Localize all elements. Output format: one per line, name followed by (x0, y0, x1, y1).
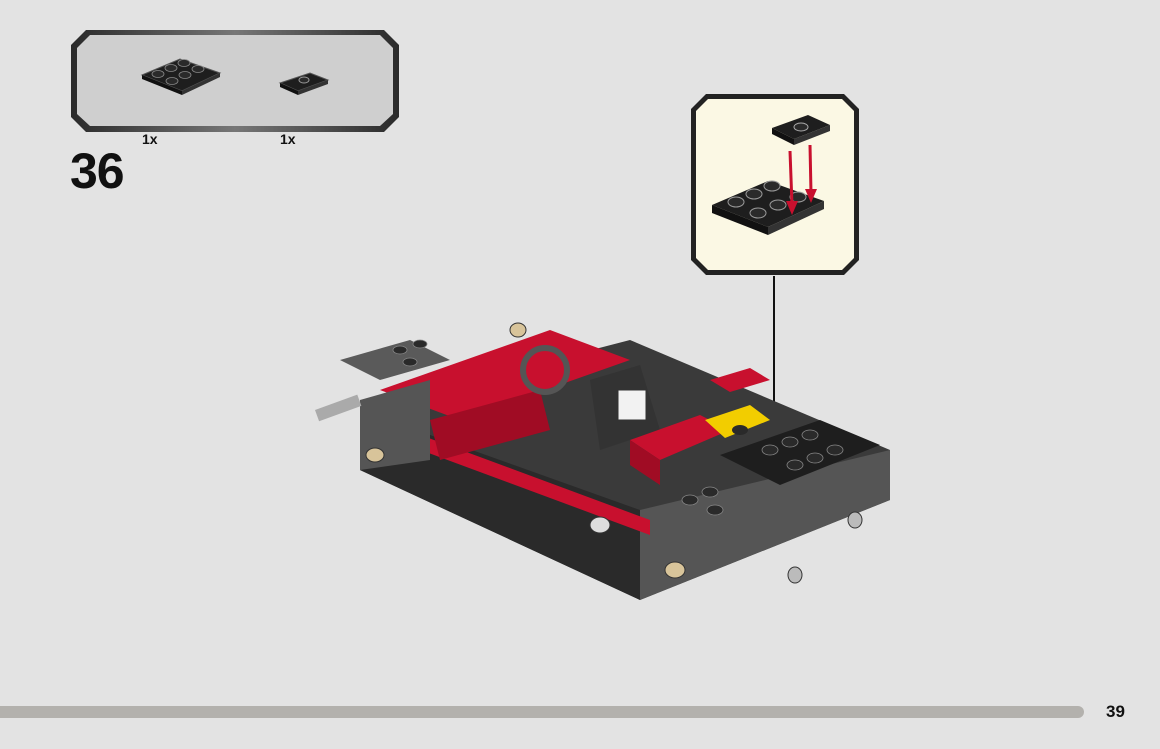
plate-2x3-icon (712, 180, 824, 235)
page-number: 39 (1106, 702, 1125, 721)
placement-arrow-icon (786, 144, 817, 215)
parts-list-frame (71, 30, 399, 132)
part-quantity: 1x (280, 131, 296, 147)
parts-list-panel: 1x 1x (70, 29, 400, 147)
car-model-illustration (300, 270, 920, 630)
plate-1x2-jumper-icon (772, 115, 830, 145)
plate-2x3-icon (140, 58, 222, 95)
part-quantity: 1x (142, 131, 158, 147)
step-number: 36 (70, 143, 125, 199)
sub-assembly-callout (690, 93, 860, 276)
plate-1x2-jumper-icon (278, 72, 330, 95)
page-footer-bar (0, 706, 1084, 718)
